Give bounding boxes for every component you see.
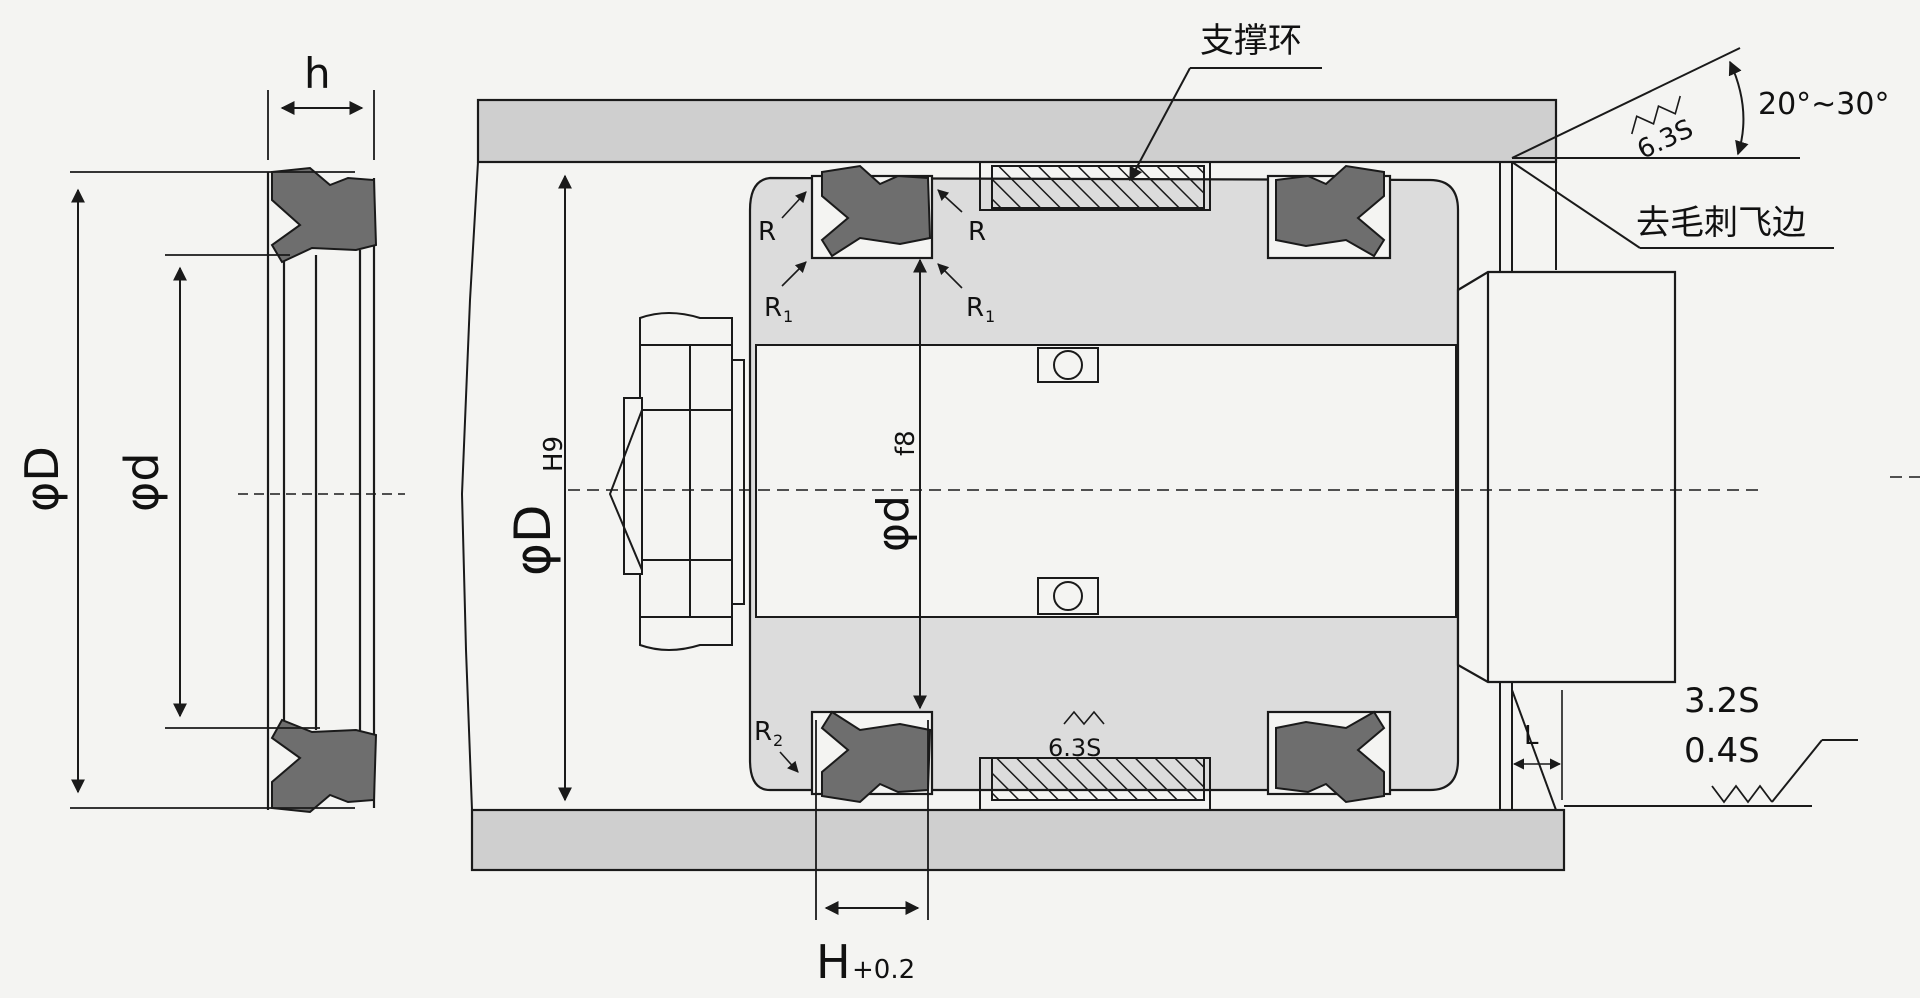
support-ring-top bbox=[991, 165, 1205, 209]
radius-R2: R 2 bbox=[754, 717, 783, 750]
assembly-view: φD H9 φd f8 H +0.2 R R R 1 R 1 bbox=[460, 21, 1920, 989]
lock-nut bbox=[608, 312, 745, 651]
piston-rod bbox=[1456, 270, 1677, 684]
seal-section-view: h φD φd bbox=[15, 49, 405, 814]
svg-text:φd: φd bbox=[868, 495, 919, 552]
angle-arc bbox=[1728, 60, 1749, 156]
deburr-label: 去毛刺飞边 bbox=[1636, 203, 1806, 243]
svg-text:φD: φD bbox=[504, 505, 562, 576]
support-ring-groove-lines bbox=[979, 162, 1211, 810]
dimension-D-label: φD bbox=[15, 446, 69, 512]
dimension-H-extension bbox=[815, 720, 929, 920]
radius-R1-right: R 1 bbox=[966, 293, 995, 326]
dimension-d-f8-label: φd f8 bbox=[868, 430, 921, 552]
wall-break-line bbox=[460, 161, 479, 811]
radius-R1-left: R 1 bbox=[764, 293, 793, 326]
roughness-0-4-label: 0.4S bbox=[1684, 731, 1760, 771]
dimension-H-tolerance: +0.2 bbox=[852, 955, 915, 985]
dimension-L-label: L bbox=[1524, 721, 1539, 751]
dimension-d-label: φd bbox=[115, 452, 169, 512]
svg-text:1: 1 bbox=[783, 307, 793, 326]
support-ring-label: 支撑环 bbox=[1200, 21, 1302, 61]
support-ring-bottom bbox=[991, 757, 1205, 801]
seal-profile-bottom bbox=[270, 718, 378, 814]
seal-ring-outline bbox=[266, 172, 376, 810]
svg-text:R: R bbox=[966, 293, 984, 323]
seal-profile-top bbox=[270, 166, 378, 264]
seal-extension-lines bbox=[70, 90, 375, 809]
angle-label: 20°~30° bbox=[1758, 87, 1889, 122]
svg-text:R: R bbox=[754, 717, 772, 747]
o-ring-top bbox=[1037, 347, 1099, 383]
svg-text:2: 2 bbox=[773, 731, 783, 750]
radius-R-left: R bbox=[758, 217, 776, 247]
cylinder-wall-bottom bbox=[470, 808, 1566, 872]
u-seal-bottom-right bbox=[1275, 710, 1386, 804]
o-ring-bottom bbox=[1037, 577, 1099, 615]
svg-text:f8: f8 bbox=[891, 430, 921, 456]
cylinder-wall-top bbox=[476, 98, 1558, 164]
dimension-D-H9-label: φD H9 bbox=[504, 436, 569, 576]
svg-text:H9: H9 bbox=[539, 436, 569, 472]
dimension-H-label: H bbox=[816, 935, 851, 989]
u-seal-top-right bbox=[1275, 164, 1386, 258]
radius-R-right: R bbox=[968, 217, 986, 247]
dimension-h-label: h bbox=[304, 49, 331, 98]
support-ring-leader bbox=[1129, 67, 1191, 182]
roughness-3-2-label: 3.2S bbox=[1684, 681, 1760, 721]
svg-text:1: 1 bbox=[985, 307, 995, 326]
roughness-mid-label: 6.3S bbox=[1048, 734, 1101, 762]
piston-bore bbox=[755, 344, 1457, 618]
u-seal-bottom-left bbox=[820, 710, 932, 804]
u-seal-top-left bbox=[820, 164, 932, 258]
svg-text:R: R bbox=[764, 293, 782, 323]
